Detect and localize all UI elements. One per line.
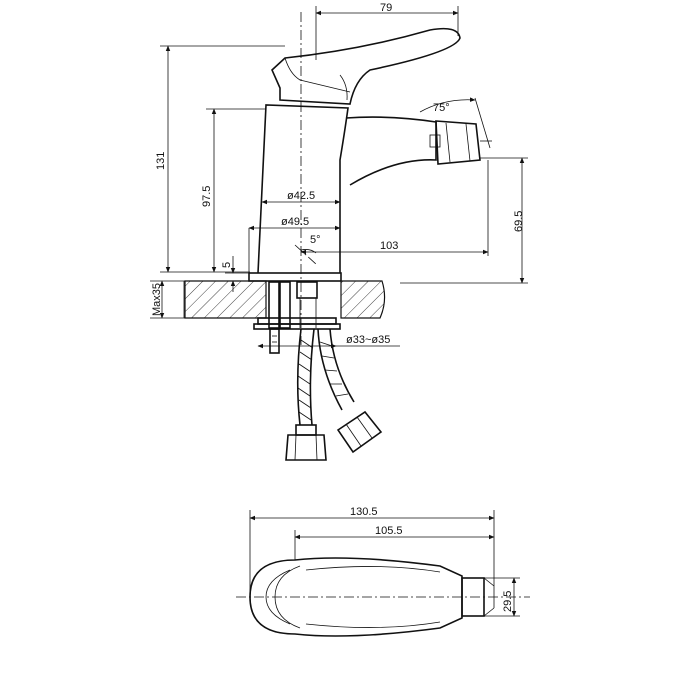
dim-angle: 75° [433, 102, 450, 114]
base-plate [248, 272, 342, 282]
plan-view: 130.5 105.5 29.5 [236, 506, 530, 637]
mounting-shank [268, 281, 280, 329]
faucet-spout [345, 116, 437, 186]
dim-base-diameter: ø49.5 [281, 216, 309, 228]
counter-slab-right [340, 280, 386, 319]
dim-top-width: 79 [380, 2, 392, 14]
dim-tilt-angle: 5° [310, 234, 321, 246]
dim-max-counter: Max35 [151, 283, 163, 316]
plan-outlet [461, 577, 485, 617]
dim-plan-outlet-diameter: 29.5 [502, 591, 514, 612]
lever-handle [271, 27, 461, 105]
dim-spout-height: 97.5 [201, 186, 213, 207]
hose-nut-left [285, 434, 327, 461]
dim-total-height: 131 [155, 152, 167, 170]
dim-outlet-height: 69.5 [513, 211, 525, 232]
counter-slab-left [184, 280, 267, 319]
dim-spout-reach: 103 [380, 240, 398, 252]
flexible-hose-left [285, 328, 327, 461]
threaded-rod [269, 328, 280, 354]
dim-hole-diameter: ø33~ø35 [346, 334, 390, 346]
outlet-nozzle [435, 120, 481, 165]
hose-nut-right [336, 410, 383, 454]
dim-base-thickness: 5 [221, 262, 233, 268]
plan-body [249, 557, 463, 637]
faucet-body [257, 104, 349, 274]
side-elevation: 79 131 97.5 75° ø42.5 ø49.5 5° 103 69.5 [150, 2, 528, 461]
dim-plan-handle-length: 105.5 [375, 525, 403, 537]
dim-plan-total-length: 130.5 [350, 506, 378, 518]
dim-body-diameter: ø42.5 [287, 190, 315, 202]
flexible-hose-right [317, 328, 383, 454]
